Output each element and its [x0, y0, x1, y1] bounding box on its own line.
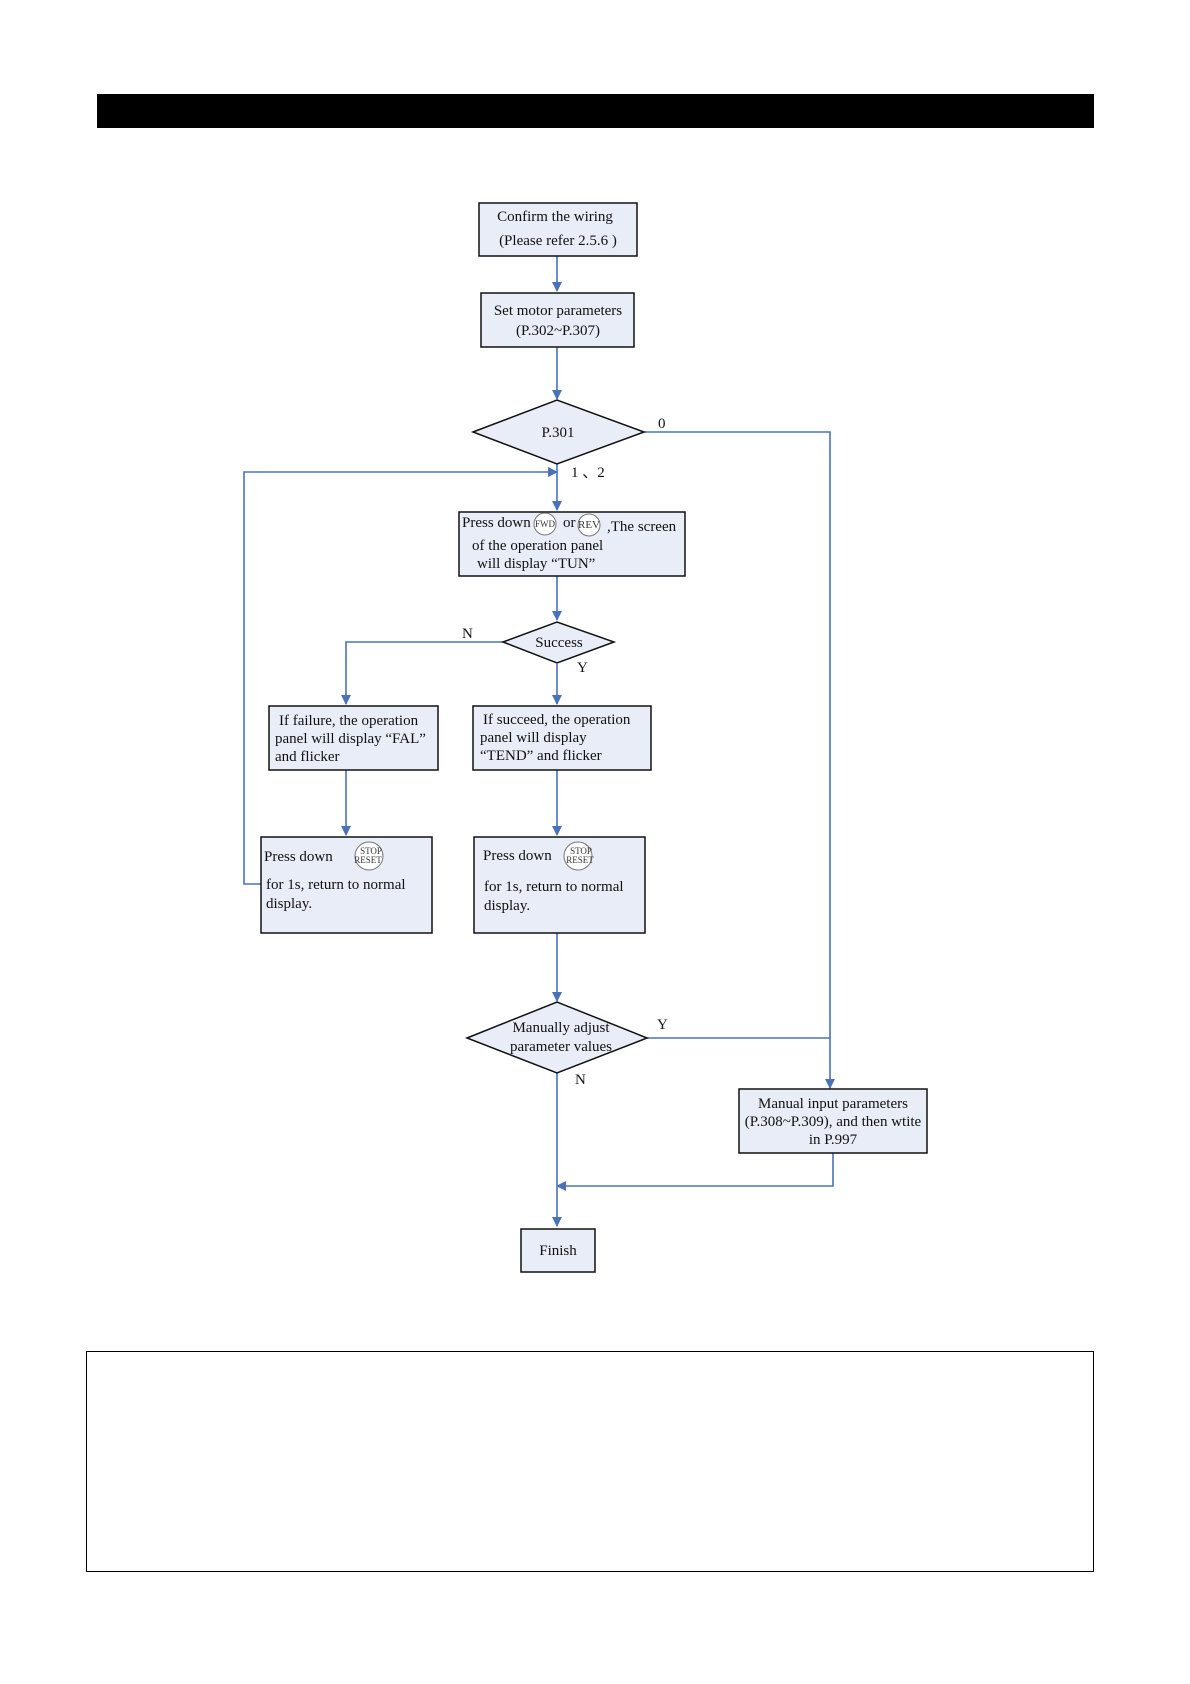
node-manual-input-line1: Manual input parameters: [758, 1096, 908, 1112]
press-fwd-rev-line3: will display “TUN”: [477, 556, 595, 572]
stop-reset-button-icon: STOP RESET: [354, 841, 384, 871]
press-stop-left-line2: for 1s, return to normal: [266, 877, 406, 893]
stop-reset-left-top: STOP: [360, 846, 382, 856]
edges: [243, 256, 835, 1227]
stop-reset-left-bottom: RESET: [354, 855, 382, 865]
decision-success-label: Success: [535, 635, 583, 651]
label-manual-n: N: [575, 1072, 586, 1088]
press-stop-left-prefix: Press down: [264, 849, 333, 865]
edge-p301-zero-to-manual-input: [644, 431, 835, 1089]
node-confirm-wiring: Confirm the wiring (Please refer 2.5.6 ): [478, 202, 638, 257]
edge-manual-input-to-finish: [556, 1152, 834, 1191]
fwd-button-icon: FWD: [533, 512, 557, 536]
node-succeed: If succeed, the operation panel will dis…: [472, 705, 652, 771]
node-confirm-wiring-line1: Confirm the wiring: [497, 209, 613, 225]
rev-button-icon: REV: [577, 513, 601, 537]
press-stop-right-prefix: Press down: [483, 848, 552, 864]
press-fwd-rev-suffix: ,The screen: [607, 519, 677, 535]
press-stop-left-line3: display.: [266, 896, 312, 912]
label-manual-y: Y: [657, 1017, 668, 1033]
node-manual-input-line2: (P.308~P.309), and then wtite: [745, 1114, 922, 1130]
node-failure-line1: If failure, the operation: [279, 713, 419, 729]
label-p301-one-two: 1 、2: [571, 465, 605, 481]
decision-p301: P.301: [470, 399, 647, 465]
node-succeed-line1: If succeed, the operation: [483, 712, 631, 728]
node-succeed-line2: panel will display: [480, 730, 587, 746]
node-failure: If failure, the operation panel will dis…: [268, 705, 439, 771]
decision-manual-adjust-line1: Manually adjust: [512, 1020, 610, 1036]
node-manual-input: Manual input parameters (P.308~P.309), a…: [738, 1088, 928, 1154]
decision-manual-adjust: Manually adjust parameter values: [464, 1001, 650, 1074]
stop-reset-right-bottom: RESET: [566, 855, 594, 865]
node-set-motor-line2: (P.302~P.307): [516, 323, 600, 339]
node-succeed-line3: “TEND” and flicker: [480, 748, 602, 764]
node-finish: Finish: [520, 1228, 596, 1273]
stop-reset-right-top: STOP: [570, 846, 592, 856]
node-confirm-wiring-line2: (Please refer 2.5.6 ): [499, 233, 617, 249]
edge-success-n-to-failure: [341, 641, 503, 705]
decision-p301-label: P.301: [542, 425, 575, 441]
press-stop-right-line2: for 1s, return to normal: [484, 879, 624, 895]
label-success-n: N: [462, 626, 473, 642]
node-failure-line3: and flicker: [275, 749, 340, 765]
node-set-motor: Set motor parameters (P.302~P.307): [480, 292, 635, 348]
stop-reset-button-icon: STOP RESET: [563, 841, 594, 871]
node-press-fwd-rev: Press down FWD or REV ,The screen of the…: [458, 511, 686, 577]
fwd-button-label: FWD: [535, 519, 556, 529]
press-fwd-rev-prefix: Press down: [462, 515, 531, 531]
node-press-stop-right: Press down STOP RESET for 1s, return to …: [473, 836, 646, 934]
node-manual-input-line3: in P.997: [809, 1132, 858, 1148]
label-success-y: Y: [577, 660, 588, 676]
label-p301-zero: 0: [658, 416, 666, 432]
press-fwd-rev-line2: of the operation panel: [472, 538, 603, 554]
node-press-stop-left: Press down STOP RESET for 1s, return to …: [260, 836, 433, 934]
header-bar: [97, 94, 1094, 128]
decision-success: Success: [500, 621, 617, 664]
rev-button-label: REV: [578, 519, 600, 531]
edge-stop-left-loop-back: [243, 467, 558, 885]
decision-manual-adjust-line2: parameter values: [510, 1039, 612, 1055]
press-stop-right-line3: display.: [484, 898, 530, 914]
node-failure-line2: panel will display “FAL”: [275, 731, 426, 747]
note-box: [86, 1351, 1094, 1572]
press-fwd-rev-or: or: [563, 515, 576, 531]
node-finish-label: Finish: [539, 1243, 577, 1259]
node-set-motor-line1: Set motor parameters: [494, 303, 622, 319]
